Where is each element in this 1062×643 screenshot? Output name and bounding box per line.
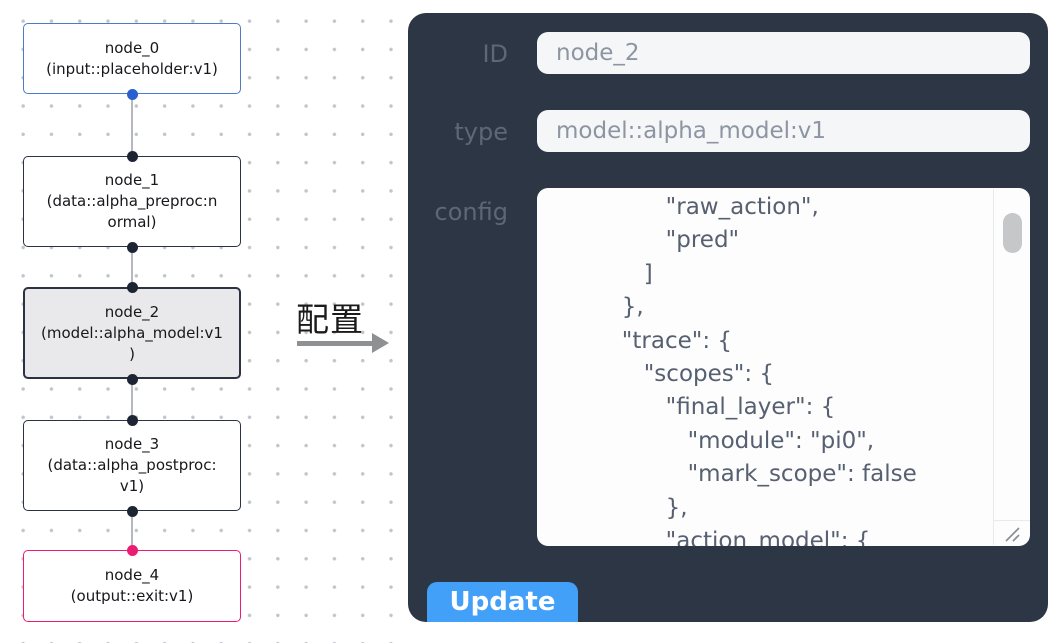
- config-textarea[interactable]: "raw_action", "pred" ] }, "trace": { "sc…: [537, 188, 1030, 546]
- config-json-text: "raw_action", "pred" ] }, "trace": { "sc…: [621, 194, 917, 546]
- resize-grip-icon: [1005, 527, 1020, 542]
- id-field-label: ID: [482, 40, 508, 68]
- flow-canvas: node_0 (input::placeholder:v1) node_1 (d…: [0, 0, 420, 643]
- port-node3-bottom[interactable]: [126, 505, 138, 517]
- background-mask-right: [1048, 13, 1062, 643]
- type-field-label: type: [454, 118, 508, 146]
- flow-node-1[interactable]: node_1 (data::alpha_preproc:n ormal): [23, 156, 241, 247]
- port-node0-bottom[interactable]: [126, 88, 138, 100]
- port-node1-bottom[interactable]: [126, 241, 138, 253]
- type-input[interactable]: [537, 110, 1030, 152]
- scrollbar-thumb[interactable]: [1003, 213, 1022, 253]
- node-3-label: node_3 (data::alpha_postproc: v1): [47, 435, 217, 495]
- port-node2-top[interactable]: [126, 281, 138, 293]
- node-1-label: node_1 (data::alpha_preproc:n ormal): [46, 171, 218, 231]
- background-mask-bottom: [408, 622, 1062, 643]
- port-node2-bottom[interactable]: [126, 373, 138, 385]
- port-node4-top[interactable]: [126, 544, 138, 556]
- flow-node-4[interactable]: node_4 (output::exit:v1): [23, 550, 241, 622]
- node-config-panel: ID type config "raw_action", "pred" ] },…: [408, 13, 1048, 622]
- scrollbar-track: [993, 189, 994, 545]
- arrow-head-icon: [372, 333, 389, 353]
- edge-node3-node4: [131, 511, 133, 550]
- port-node1-top[interactable]: [126, 150, 138, 162]
- flow-node-3[interactable]: node_3 (data::alpha_postproc: v1): [23, 420, 241, 511]
- arrow-line: [297, 341, 373, 346]
- edge-node2-node3: [131, 379, 133, 420]
- node-2-label: node_2 (model::alpha_model:v1 ): [41, 302, 223, 363]
- edge-node1-node2: [131, 247, 133, 287]
- id-input[interactable]: [537, 32, 1030, 74]
- configure-arrow-label: 配置: [296, 300, 364, 339]
- config-field-label: config: [434, 198, 508, 226]
- resize-handle[interactable]: [994, 520, 1030, 546]
- port-node3-top[interactable]: [126, 414, 138, 426]
- node-0-label: node_0 (input::placeholder:v1): [46, 38, 218, 78]
- edge-node0-node1: [131, 94, 133, 156]
- node-4-label: node_4 (output::exit:v1): [70, 566, 194, 605]
- flow-node-2-selected[interactable]: node_2 (model::alpha_model:v1 ): [23, 287, 241, 379]
- update-button[interactable]: Update: [427, 582, 578, 622]
- flow-node-0[interactable]: node_0 (input::placeholder:v1): [23, 23, 241, 94]
